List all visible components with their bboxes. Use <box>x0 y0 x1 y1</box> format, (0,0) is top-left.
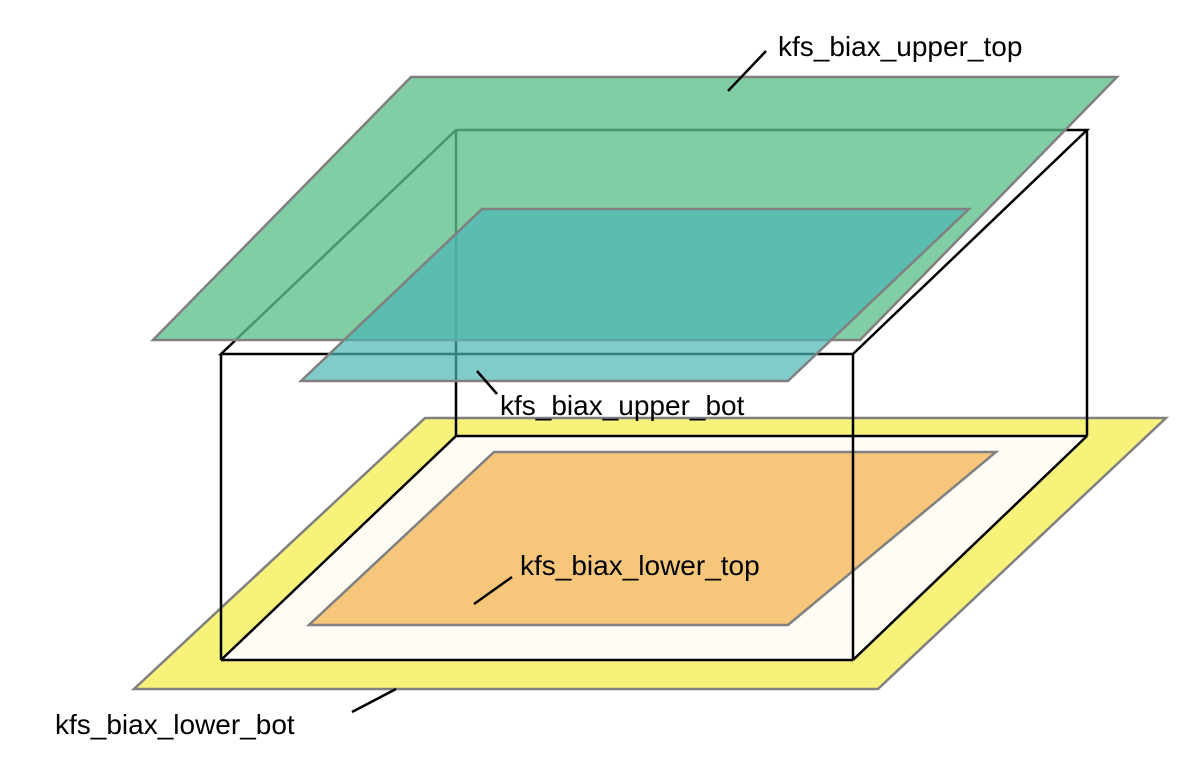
upper-bot-label: kfs_biax_upper_bot <box>500 390 745 421</box>
upper-bot-leader <box>476 370 498 395</box>
lower-bot-leader <box>351 687 397 714</box>
lower-top-leader <box>473 575 513 606</box>
lower-bot-label: kfs_biax_lower_bot <box>55 709 295 740</box>
upper-bot-plane <box>297 207 973 383</box>
box-right-bottom-edge <box>852 435 1088 661</box>
upper-top-label: kfs_biax_upper_top <box>778 31 1022 62</box>
upper-top-leader <box>727 50 767 92</box>
lower-top-label: kfs_biax_lower_top <box>520 550 760 581</box>
lower-top-plane <box>305 450 1000 627</box>
